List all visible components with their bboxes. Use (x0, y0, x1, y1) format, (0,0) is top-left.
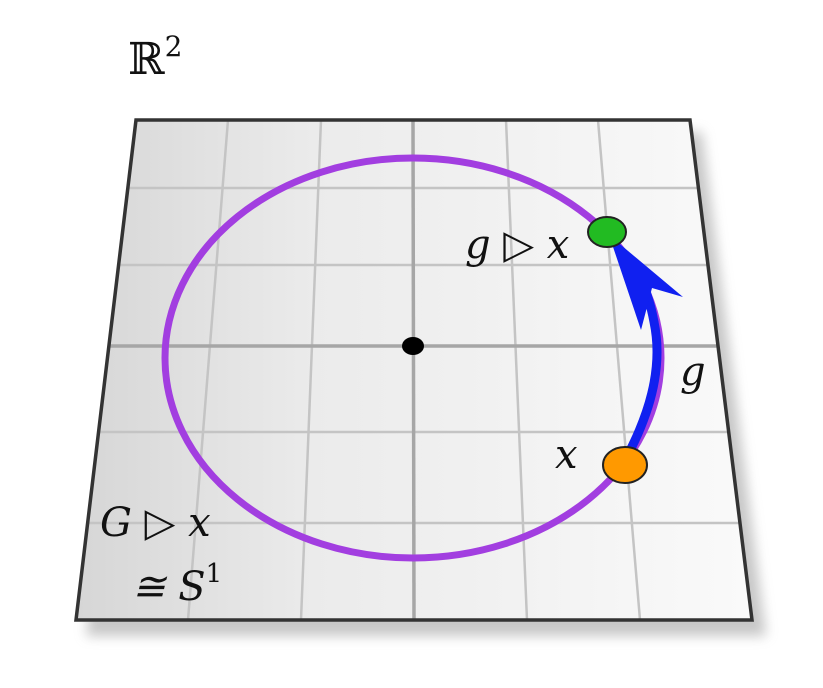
point-x (602, 446, 648, 484)
space-label: ℝ2 (128, 30, 182, 85)
y-axis (411, 120, 416, 620)
origin-point (402, 337, 424, 355)
group-element-label: g (680, 349, 706, 395)
point-gx (587, 216, 627, 248)
arrowhead-icon (609, 235, 683, 330)
point-label: x (555, 432, 578, 478)
orbit-label-line2: ≅ S1 (132, 559, 222, 610)
action-result-label: g ▷ x (465, 222, 569, 268)
orbit-label-line1: G ▷ x (100, 500, 211, 546)
plane-border (74, 118, 754, 622)
